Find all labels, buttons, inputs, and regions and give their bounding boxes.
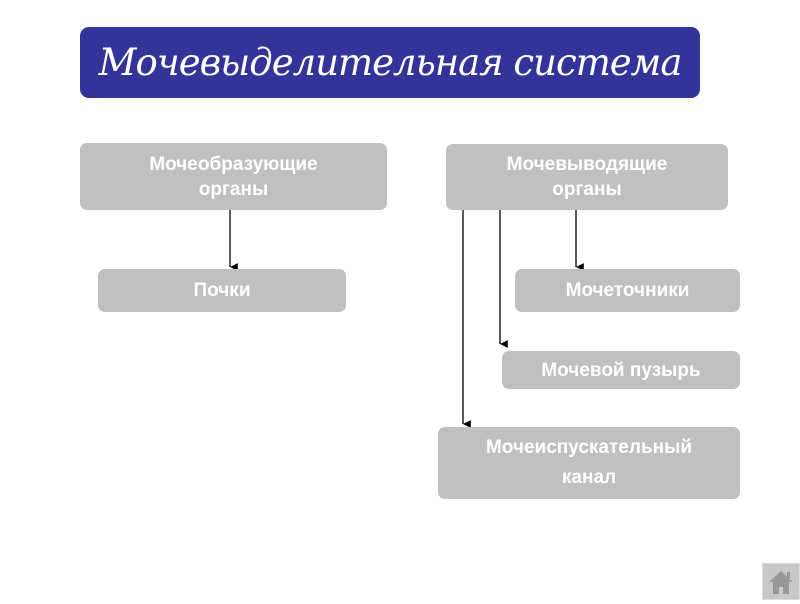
node-label: Мочевой пузырь xyxy=(541,359,701,381)
node-label: Почки xyxy=(193,280,251,301)
node-label: Мочеобразующие органы xyxy=(149,153,318,200)
node-label: Мочеиспускательный канал xyxy=(485,437,693,488)
node-bladder: Мочевой пузырь xyxy=(502,351,740,389)
slide-title: Мочевыделительная система xyxy=(98,41,683,84)
node-label: Мочеточники xyxy=(565,280,690,301)
home-icon xyxy=(769,571,793,594)
node-kidneys: Почки xyxy=(98,269,346,312)
node-ureters: Мочеточники xyxy=(515,269,740,312)
title-banner: Мочевыделительная система xyxy=(80,27,700,98)
home-button[interactable] xyxy=(762,563,800,600)
node-urine-forming-organs: Мочеобразующие органы xyxy=(80,143,387,210)
node-urine-excreting-organs: Мочевыводящие органы xyxy=(446,144,728,210)
node-urethra: Мочеиспускательный канал xyxy=(438,427,740,499)
node-label: Мочевыводящие органы xyxy=(506,154,668,200)
